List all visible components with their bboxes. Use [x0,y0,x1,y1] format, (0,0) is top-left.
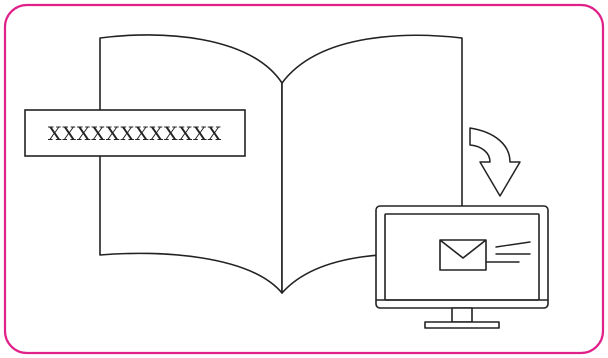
label-text: XXXXXXXXXXXX [48,123,222,145]
monitor-stand-neck [452,308,472,322]
text-label-box: XXXXXXXXXXXX [25,110,245,156]
monitor-stand-base [425,322,499,328]
envelope-icon [440,240,486,270]
